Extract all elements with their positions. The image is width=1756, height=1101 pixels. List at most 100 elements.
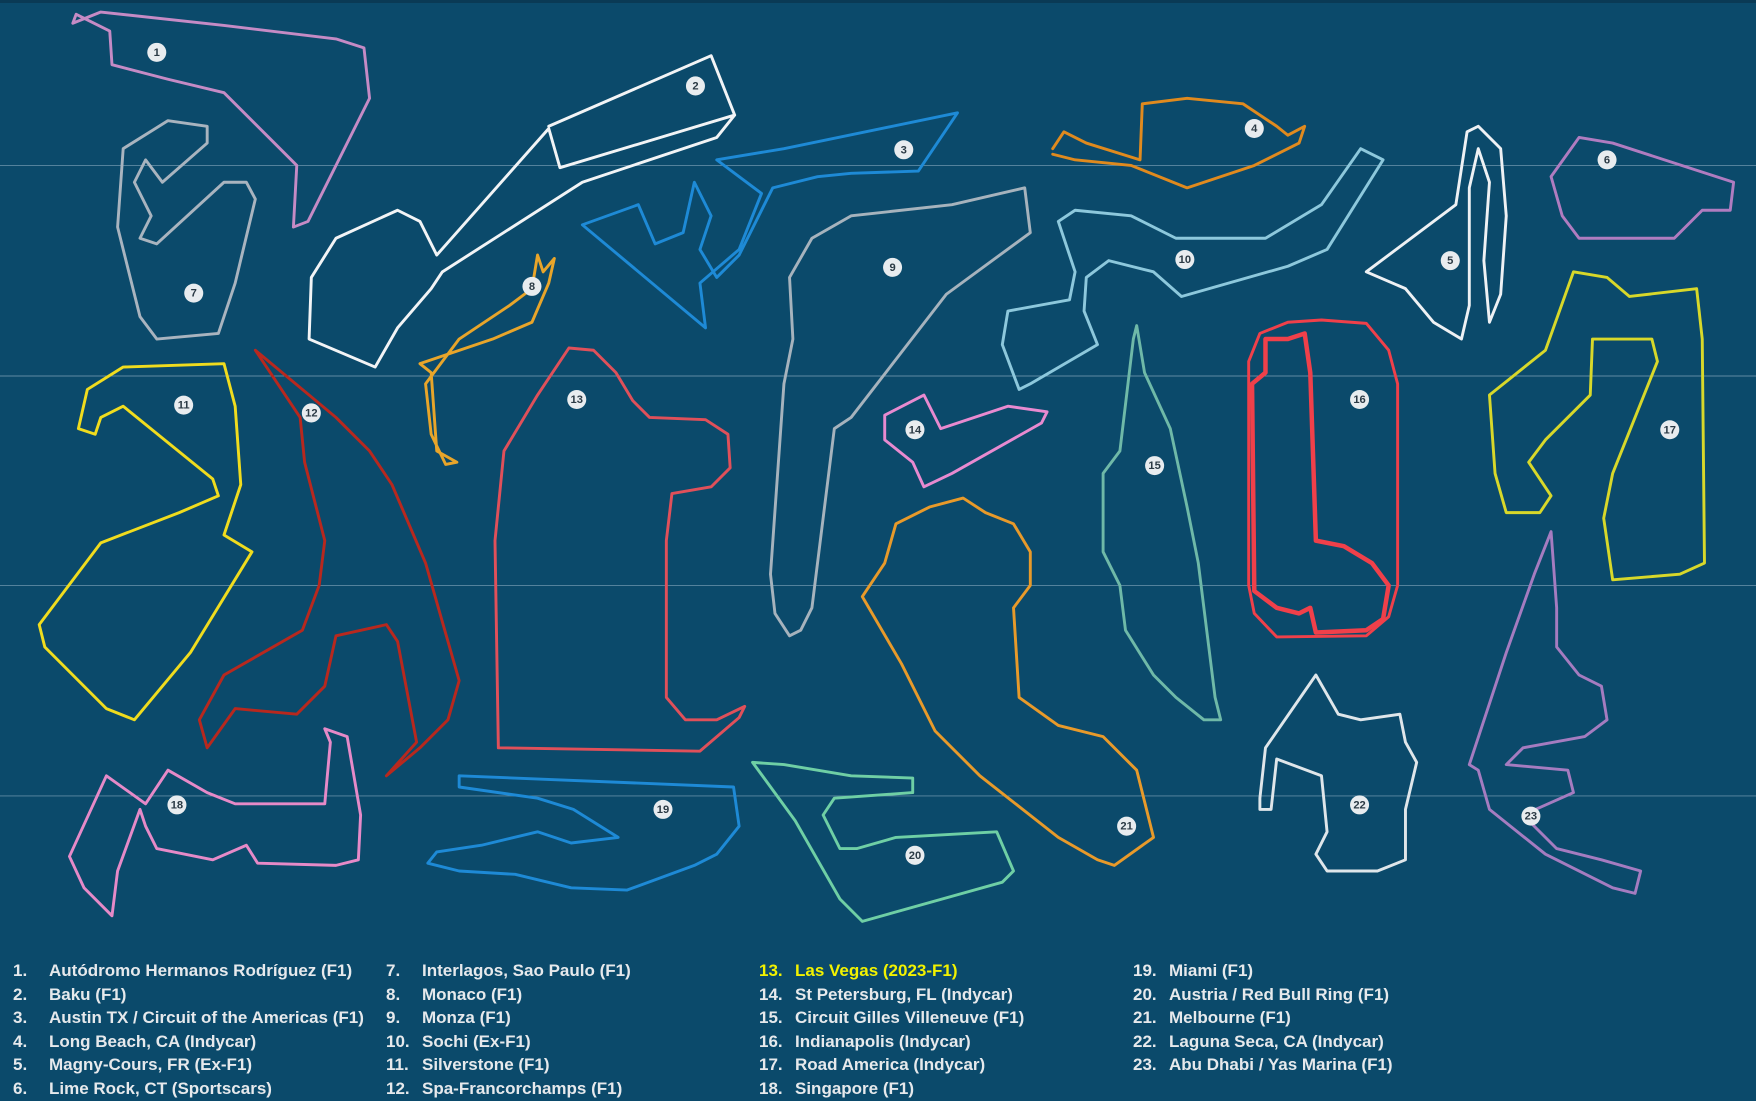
legend-track-name: Interlagos, Sao Paulo (F1)	[422, 961, 631, 980]
badge-number: 11	[178, 400, 190, 412]
track-number-badge: 18	[167, 795, 187, 815]
legend-track-name: Miami (F1)	[1169, 961, 1254, 980]
legend-item: 15.Circuit Gilles Villeneuve (F1)	[759, 1008, 1024, 1032]
track-21-melbourne	[860, 496, 1155, 867]
legend-track-name: Baku (F1)	[49, 984, 127, 1004]
track-number-badge: 21	[1117, 816, 1137, 836]
legend-track-name: Melbourne (F1)	[1169, 1008, 1291, 1028]
legend-track-name: Road America (Indycar)	[795, 1055, 986, 1075]
track-16-indianapolis	[1247, 318, 1400, 639]
badge-number: 3	[901, 144, 907, 156]
badge-number: 16	[1353, 394, 1365, 406]
legend-track-name: Laguna Seca, CA (Indycar)	[1169, 1031, 1384, 1051]
track-number-badge: 22	[1350, 795, 1370, 815]
track-13-las-vegas	[493, 346, 747, 753]
legend-item: 3.Austin TX / Circuit of the Americas (F…	[13, 1008, 364, 1032]
track-number-badge: 9	[883, 257, 903, 277]
legend-number: 4.	[13, 1031, 28, 1051]
badge-circle	[1175, 250, 1195, 270]
legend-number: 11.	[386, 1055, 409, 1075]
track-5-magny-cours	[1364, 124, 1508, 341]
track-12-spa	[197, 348, 461, 778]
badge-circle	[883, 257, 903, 277]
track-18-singapore	[67, 727, 363, 918]
badge-circle	[1244, 118, 1264, 139]
badge-circle	[147, 42, 167, 62]
track-number-badge: 8	[522, 276, 542, 296]
badge-number: 20	[909, 850, 921, 862]
legend-track-name: Spa-Francorchamps (F1)	[422, 1078, 623, 1098]
track-number-badge: 3	[894, 140, 914, 160]
legend-item: 1.Autódromo Hermanos Rodríguez (F1)	[13, 961, 364, 985]
legend-track-name: Monaco (F1)	[422, 984, 523, 1004]
legend-track-name: Austria / Red Bull Ring (F1)	[1169, 984, 1390, 1004]
legend-number: 18.	[759, 1078, 783, 1098]
track-20-red-bull-ring	[751, 760, 1015, 923]
legend-item: 18. Singapore (F1)	[759, 1079, 1024, 1101]
legend-number: 21.	[1133, 1008, 1157, 1028]
badge-circle	[1597, 150, 1617, 170]
legend-track-name: Singapore (F1)	[795, 1078, 915, 1098]
legend-number: 16.	[759, 1031, 783, 1051]
badge-number: 15	[1148, 460, 1160, 472]
legend-item: 8.Monaco (F1)	[386, 985, 631, 1009]
legend-track-name: Austin TX / Circuit of the Americas (F1)	[49, 1008, 364, 1028]
badge-number: 2	[692, 81, 698, 93]
track-17-road-america	[1488, 270, 1706, 582]
track-number-badge: 6	[1597, 150, 1617, 170]
legend-track-name: Monza (F1)	[422, 1008, 511, 1028]
badge-number: 7	[191, 288, 197, 300]
badge-circle	[1521, 806, 1541, 826]
badge-circle	[894, 140, 914, 160]
legend-number: 22.	[1133, 1031, 1157, 1051]
badge-circle	[567, 389, 587, 410]
legend-track-name: Abu Dhabi / Yas Marina (F1)	[1169, 1055, 1393, 1075]
badge-circle	[1350, 389, 1370, 410]
badge-number: 1	[154, 47, 160, 59]
legend-item: 19.Miami (F1)	[1133, 961, 1393, 985]
legend-item: 17.Road America (Indycar)	[759, 1055, 1024, 1079]
track-number-badge: 15	[1145, 456, 1165, 476]
track-8-monaco	[418, 253, 556, 466]
legend-track-name: Magny-Cours, FR (Ex-F1)	[49, 1055, 253, 1075]
badge-number: 19	[657, 804, 669, 816]
badge-circle	[1117, 816, 1137, 836]
track-22-laguna-seca	[1258, 673, 1419, 873]
legend-track-name: Silverstone (F1)	[422, 1055, 550, 1075]
legend-number: 14.	[759, 984, 783, 1004]
track-4-long-beach	[1051, 96, 1307, 190]
legend-number: 6.	[13, 1078, 28, 1098]
badge-circle	[184, 283, 204, 303]
legend-item: 23. Abu Dhabi / Yas Marina (F1)	[1133, 1055, 1393, 1079]
legend-number: 23.	[1133, 1055, 1157, 1075]
legend-item: 13.Las Vegas (2023-F1)	[759, 961, 1024, 985]
legend-track-name: Indianapolis (Indycar)	[795, 1031, 971, 1051]
badge-number: 12	[305, 408, 317, 420]
track-number-badge: 1	[147, 42, 167, 62]
legend-item: 22. Laguna Seca, CA (Indycar)	[1133, 1032, 1393, 1056]
legend-number: 10.	[386, 1031, 410, 1051]
badge-number: 23	[1525, 811, 1537, 823]
track-7-interlagos	[116, 119, 257, 341]
badge-circle	[301, 403, 321, 423]
badge-circle	[653, 799, 673, 819]
track-1-rodriguez	[71, 10, 372, 229]
legend-item: 2.Baku (F1)	[13, 985, 364, 1009]
legend-item: 6.Lime Rock, CT (Sportscars)	[13, 1079, 364, 1101]
track-number-badge: 7	[184, 283, 204, 303]
badge-number: 21	[1120, 821, 1132, 833]
badge-number: 9	[889, 262, 895, 274]
legend-item: 7.Interlagos, Sao Paulo (F1)	[386, 961, 631, 985]
track-2-baku	[307, 54, 737, 369]
legend-track-name: St Petersburg, FL (Indycar)	[795, 984, 1013, 1004]
track-3-austin	[580, 111, 959, 330]
legend-number: 5.	[13, 1055, 28, 1075]
legend-column-2: 7.Interlagos, Sao Paulo (F1)8.Monaco (F1…	[386, 961, 631, 1101]
badge-number: 22	[1353, 799, 1365, 811]
badge-circle	[1440, 251, 1460, 271]
track-number-badge: 5	[1440, 251, 1460, 271]
legend-item: 11. Silverstone (F1)	[386, 1055, 631, 1079]
legend-column-1: 1.Autódromo Hermanos Rodríguez (F1)2.Bak…	[13, 961, 364, 1101]
badge-circle	[685, 76, 705, 96]
